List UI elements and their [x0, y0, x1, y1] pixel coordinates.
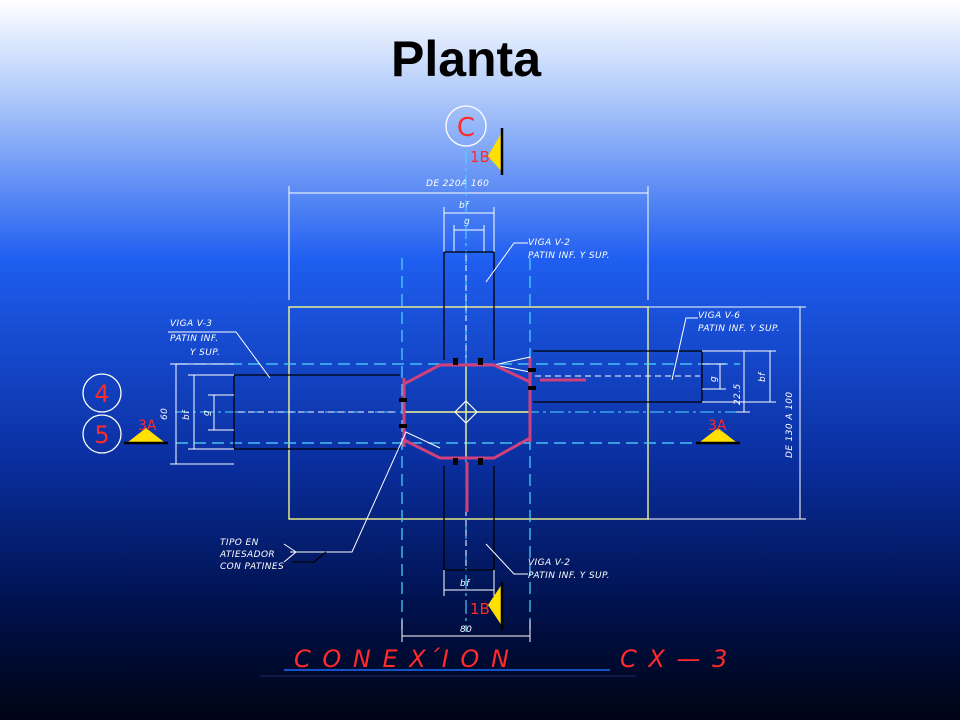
section-3a-left-label: 3A [138, 418, 157, 434]
section-1b-bottom-marker: 1B [470, 582, 504, 630]
dimensions-bottom: bf 80 [401, 570, 531, 642]
beam-v2-top [443, 251, 495, 360]
axis-4-marker: 4 [82, 373, 122, 413]
label-viga-v3: VIGA V-3 PATIN INF. Y SUP. [168, 319, 271, 379]
dim-right-225: 22.5 [733, 383, 743, 405]
page-title: Planta [390, 31, 542, 87]
viga-v3-line2: PATIN INF. [170, 334, 219, 344]
tipo-line3: CON PATINES [220, 562, 284, 572]
bf-top-text: bf [459, 201, 470, 211]
section-1b-top-label: 1B [470, 148, 490, 166]
dimensions-right: g 22.5 bf DE 130 A 100 [648, 306, 806, 520]
viga-v2-top-line1: VIGA V-2 [528, 238, 570, 248]
g-right-text: g [709, 376, 719, 382]
label-viga-v2-bottom: VIGA V-2 PATIN INF. Y SUP. [485, 543, 610, 581]
central-stiffener [399, 356, 586, 512]
axis-5-label: 5 [94, 421, 109, 449]
dim-top-text: DE 220A 160 [426, 179, 489, 189]
viga-v3-line1: VIGA V-3 [170, 319, 212, 329]
beam-v6-right [533, 350, 703, 403]
section-1b-bottom-label: 1B [470, 600, 490, 618]
axis-4-label: 4 [94, 380, 109, 408]
base-plate [288, 306, 649, 520]
section-3a-right-label: 3A [708, 418, 727, 434]
viga-v6-line2: PATIN INF. Y SUP. [698, 324, 780, 334]
axis-c-label: C [457, 113, 475, 143]
bf-left-text: bf [182, 409, 192, 420]
label-viga-v2-top: VIGA V-2 PATIN INF. Y SUP. [485, 238, 610, 283]
footer-title: C O N E X´I O N C X — 3 [260, 645, 729, 677]
dim-bottom-80: 80 [460, 625, 472, 635]
dimension-bf-g-top: bf g [443, 201, 495, 252]
g-left-text: g [202, 410, 212, 416]
label-viga-v6: VIGA V-6 PATIN INF. Y SUP. [671, 311, 780, 381]
axis-5-marker: 5 [82, 414, 122, 454]
bf-right-text: bf [758, 371, 768, 382]
viga-v3-line3: Y SUP. [190, 348, 220, 358]
tipo-line2: ATIESADOR [219, 550, 275, 560]
section-1b-top-marker: 1B [470, 128, 504, 175]
axis-c-marker: C [445, 105, 487, 147]
tipo-line1: TIPO EN [220, 538, 259, 548]
footer-title-right: C X — 3 [620, 645, 729, 673]
section-3a-left-marker: 3A [124, 418, 168, 445]
viga-v6-line1: VIGA V-6 [698, 311, 740, 321]
section-3a-right-marker: 3A [696, 418, 740, 445]
viga-v2-bot-line1: VIGA V-2 [528, 558, 570, 568]
g-top-text: g [464, 217, 470, 227]
beam-v2-bottom [443, 466, 495, 571]
beam-v3-left [233, 374, 400, 450]
dim-left-60: 60 [160, 408, 170, 420]
dimensions-left: 60 bf g [160, 363, 234, 465]
label-tipo-atiesador: TIPO EN ATIESADOR CON PATINES [219, 431, 441, 572]
dim-right-range: DE 130 A 100 [785, 391, 795, 458]
footer-title-left: C O N E X´I O N [294, 645, 511, 673]
bf-bottom-text: bf [460, 579, 471, 589]
dimension-top-overall: DE 220A 160 [288, 179, 649, 300]
viga-v2-bot-line2: PATIN INF. Y SUP. [528, 571, 610, 581]
viga-v2-top-line2: PATIN INF. Y SUP. [528, 251, 610, 261]
